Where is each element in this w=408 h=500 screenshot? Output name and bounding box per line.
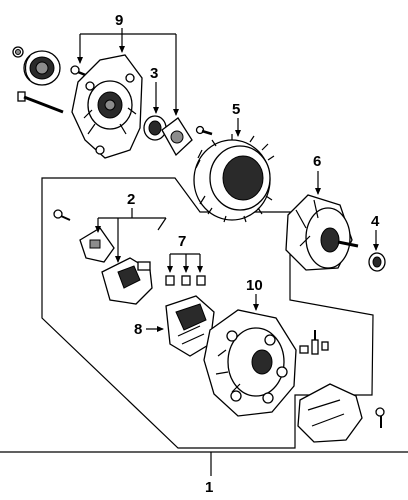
rotor xyxy=(285,194,359,271)
small-screw xyxy=(53,209,71,221)
brush-set xyxy=(165,275,206,286)
front-housing xyxy=(71,54,143,159)
callout-10: 10 xyxy=(246,277,263,294)
bearing xyxy=(143,115,167,141)
leader-2-c xyxy=(157,217,167,231)
rear-cover xyxy=(297,383,363,443)
assembly-boundary xyxy=(41,177,374,449)
callout-8: 8 xyxy=(134,321,142,338)
terminal-stud xyxy=(299,330,329,355)
callout-9: 9 xyxy=(115,12,123,29)
pulley xyxy=(23,50,61,86)
callout-6: 6 xyxy=(313,153,321,170)
callout-4: 4 xyxy=(371,213,380,230)
through-bolt xyxy=(17,91,64,114)
cover-screw xyxy=(375,407,385,428)
callout-3: 3 xyxy=(150,65,158,82)
voltage-regulator xyxy=(101,257,153,305)
callout-1: 1 xyxy=(205,479,213,496)
bearing-retainer-plate xyxy=(161,117,193,157)
rear-bearing xyxy=(368,252,386,272)
brush-holder xyxy=(79,227,115,263)
callout-2: 2 xyxy=(127,191,135,208)
rear-housing xyxy=(203,309,297,417)
pulley-nut xyxy=(12,46,24,58)
rectifier xyxy=(165,295,215,357)
stator xyxy=(193,134,275,223)
callout-7: 7 xyxy=(178,233,186,250)
retainer-screw xyxy=(195,125,213,136)
callout-5: 5 xyxy=(232,101,240,118)
